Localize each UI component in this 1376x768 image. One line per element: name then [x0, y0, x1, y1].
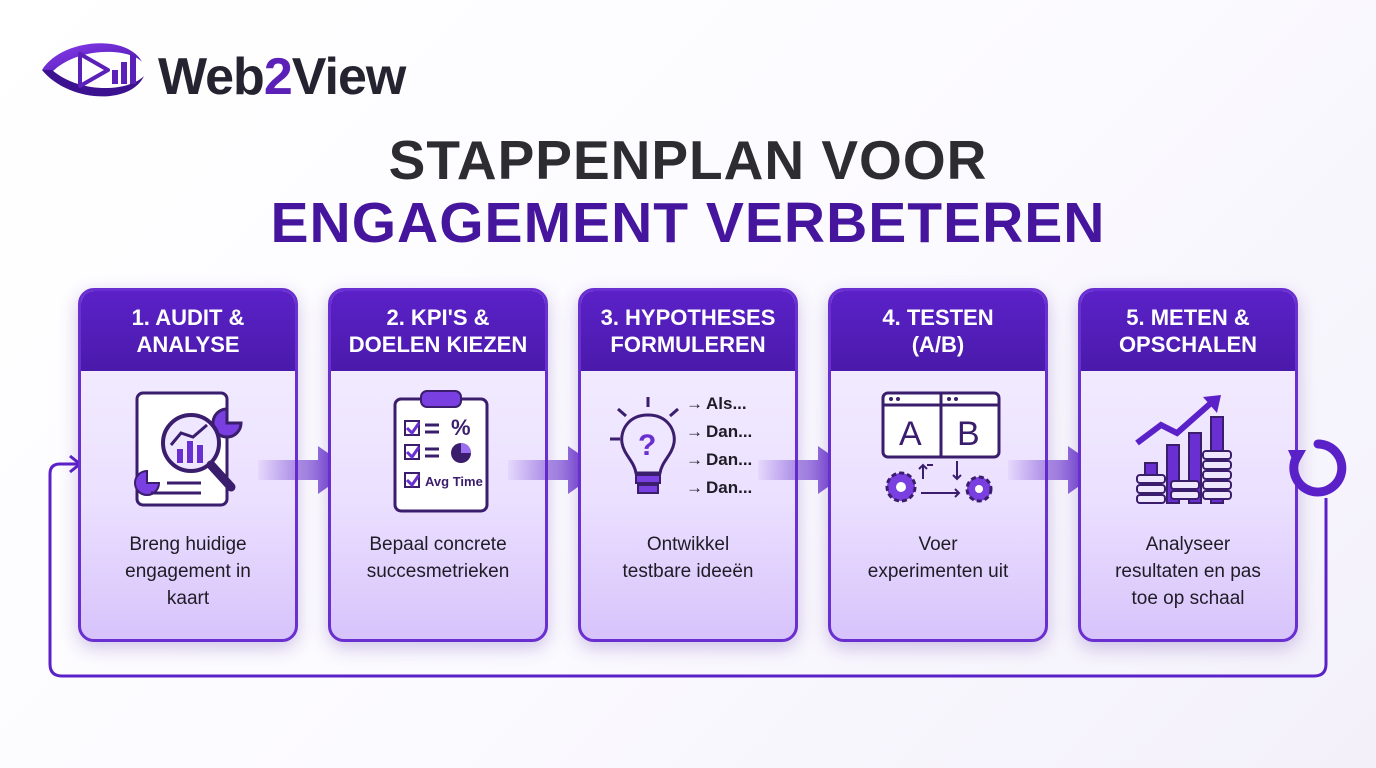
variant-a-label: A: [899, 415, 922, 453]
magnifier-chart-icon: [134, 391, 243, 507]
lightbulb-question-icon: ? →Als... →Dan... →Dan... →Dan...: [610, 394, 752, 497]
refresh-loop-icon: [1288, 439, 1347, 497]
step-header-2: 2. KPI'S & DOELEN KIEZEN: [331, 291, 545, 371]
brand-name-accent: 2: [263, 48, 293, 106]
svg-text:→: →: [686, 422, 703, 441]
svg-text:→: →: [686, 478, 703, 497]
icon-line-dan-1: Dan...: [706, 422, 752, 441]
step-header-5: 5. METEN & OPSCHALEN: [1081, 291, 1295, 371]
step-title-3: 3. HYPOTHESES FORMULEREN: [600, 305, 776, 357]
step-description-2: Bepaal concrete succesmetrieken: [366, 534, 510, 582]
play-chart-logo-icon: [42, 43, 144, 97]
brand-name: Web2View: [158, 40, 407, 114]
step-header-1: 1. AUDIT & ANALYSE: [81, 291, 295, 371]
step-title-4: 4. TESTEN (A/B): [882, 305, 994, 357]
page-title-line1: STAPPENPLAN VOOR: [388, 129, 988, 191]
growth-chart-icon: [1135, 395, 1232, 504]
step-title-1: 1. AUDIT & ANALYSE: [131, 305, 245, 357]
svg-text:%: %: [451, 415, 471, 440]
svg-text:?: ?: [638, 429, 656, 462]
step-card-5[interactable]: 5. METEN & OPSCHALEN Analyseer resultate…: [1078, 288, 1298, 642]
step-description-3: Ontwikkel testbare ideeën: [622, 534, 754, 582]
brand-name-part2: View: [291, 48, 407, 106]
icon-line-als: Als...: [706, 394, 747, 413]
svg-text:→: →: [686, 394, 703, 413]
icon-label-avg-time: Avg Time: [425, 474, 483, 489]
icon-line-dan-2: Dan...: [706, 450, 752, 469]
ab-test-icon: A B: [881, 391, 1001, 503]
step-header-4: 4. TESTEN (A/B): [831, 291, 1045, 371]
brand-name-part1: Web: [158, 48, 265, 106]
step-description-5: Analyseer resultaten en pas toe op schaa…: [1115, 534, 1261, 609]
step-description-4: Voer experimenten uit: [867, 534, 1009, 582]
icon-line-dan-3: Dan...: [706, 478, 752, 497]
checklist-clipboard-icon: % Avg Time: [393, 390, 489, 513]
step-title-5: 5. METEN & OPSCHALEN: [1118, 305, 1258, 357]
variant-b-label: B: [957, 415, 980, 453]
step-header-3: 3. HYPOTHESES FORMULEREN: [581, 291, 795, 371]
step-title-2: 2. KPI'S & DOELEN KIEZEN: [348, 305, 528, 357]
page-title-line2: ENGAGEMENT VERBETEREN: [270, 191, 1106, 255]
svg-text:→: →: [686, 450, 703, 469]
brand-logo[interactable]: Web2View: [38, 32, 458, 106]
step-description-1: Breng huidige engagement in kaart: [125, 534, 251, 609]
